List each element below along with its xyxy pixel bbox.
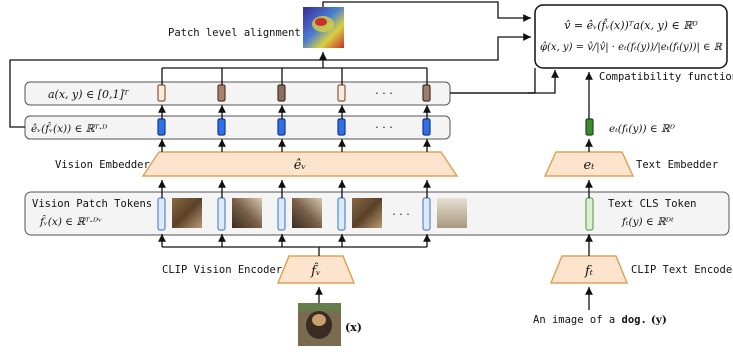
compatibility-box: [534, 4, 728, 69]
heatmap-image: [303, 7, 344, 48]
patch-ellipsis: · · ·: [392, 208, 409, 221]
patch-token-cell: [157, 197, 166, 231]
input-image-variable: (x): [345, 321, 362, 334]
vision-embed-ellipsis: · · ·: [375, 121, 392, 134]
compat-formula-line2: φ̂(x, y) = v̂/|v̂| · eₜ(fₜ(y))/|eₜ(fₜ(y)…: [540, 42, 723, 53]
text-embed-row-label: eₜ(fₜ(y)) ∈ ℝᴰ: [609, 123, 676, 135]
vision-embed-cell: [337, 118, 346, 136]
input-dog-image: [298, 303, 341, 346]
vision-tokens-row-label: f̂ᵥ(x) ∈ ℝᵀ·ᴰᵛ: [39, 215, 102, 228]
text-embedder-label: Text Embedder: [636, 159, 718, 171]
vision-embed-cell: [422, 118, 431, 136]
attention-cell: [422, 84, 431, 102]
patch-alignment-label: Patch level alignment: [168, 27, 301, 39]
text-tokens-row-label: fₜ(y) ∈ ℝᴰᵗ: [621, 216, 674, 228]
patch-image: [232, 198, 262, 228]
vision-embedder-block: [141, 151, 459, 177]
clip-vision-encoder-label: CLIP Vision Encoder: [162, 264, 282, 276]
caption-variable: (y): [651, 314, 667, 326]
vision-embedder-label: Vision Embedder: [55, 159, 150, 171]
vision-encoder-symbol: f̂ᵥ: [310, 262, 321, 279]
text-encoder-block: [549, 255, 629, 284]
patch-image: [437, 198, 467, 228]
caption-prefix: An image of a: [533, 314, 622, 326]
text-embedder-block: [543, 151, 635, 177]
patch-image: [292, 198, 322, 228]
vision-patch-tokens-label: Vision Patch Tokens: [32, 198, 152, 210]
attention-cell: [277, 84, 286, 102]
text-cls-token-cell: [585, 197, 594, 231]
compatibility-function-label: Compatibility function: [599, 71, 733, 83]
attention-cell: [217, 84, 226, 102]
attention-row-label: a(x, y) ∈ [0,1]ᵀ: [48, 88, 130, 101]
vision-embedder-symbol: êᵥ: [294, 158, 307, 173]
attention-cell: [157, 84, 166, 102]
patch-token-cell: [217, 197, 226, 231]
clip-text-encoder-label: CLIP Text Encoder: [631, 264, 733, 276]
attention-ellipsis: · · ·: [375, 87, 392, 100]
compat-formula-line1: v̂ = êᵥ(f̂ᵥ(x))ᵀa(x, y) ∈ ℝᴰ: [564, 19, 698, 32]
patch-token-cell: [277, 197, 286, 231]
text-embed-cell: [585, 118, 594, 136]
patch-token-cell: [337, 197, 346, 231]
attention-cell: [337, 84, 346, 102]
vision-embed-cell: [157, 118, 166, 136]
text-cls-token-label: Text CLS Token: [608, 198, 697, 210]
vision-embed-cell: [277, 118, 286, 136]
vision-encoder-block: [276, 255, 356, 284]
patch-token-group: · · ·: [157, 197, 467, 231]
vision-embed-row-label: êᵥ(f̂ᵥ(x)) ∈ ℝᵀ·ᴰ: [31, 122, 108, 135]
patch-image: [172, 198, 202, 228]
input-text-caption: An image of a dog. (y): [533, 314, 667, 326]
vision-embed-cell: [217, 118, 226, 136]
patch-token-cell: [422, 197, 431, 231]
arrows: [9, 1, 593, 310]
patch-image: [352, 198, 382, 228]
caption-word: dog.: [622, 314, 647, 326]
attention-cells: · · ·: [157, 84, 431, 102]
text-encoder-symbol: fₜ: [584, 264, 594, 279]
text-embedder-symbol: eₜ: [584, 158, 596, 173]
